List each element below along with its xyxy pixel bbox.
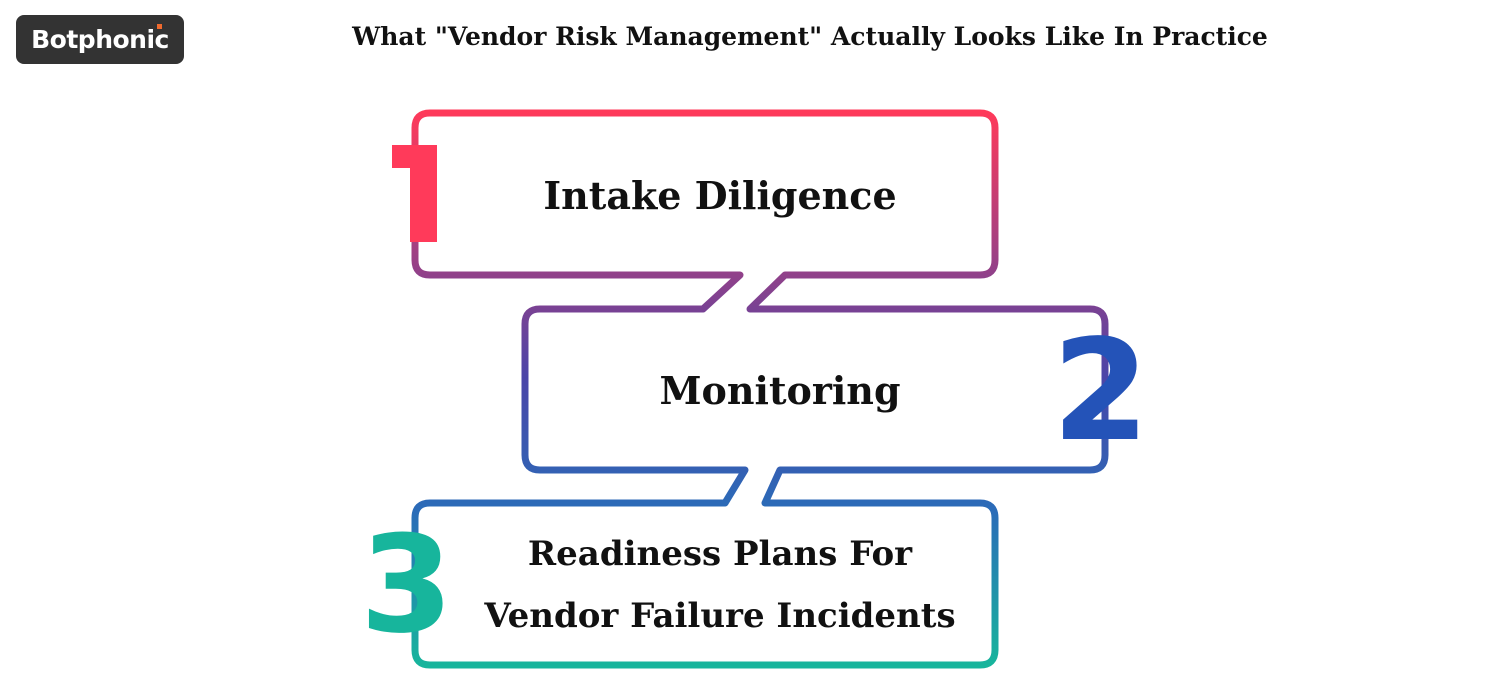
connector-2-3-right: [761, 466, 784, 507]
step-1-box: [411, 109, 999, 279]
logo: Botphonic: [16, 15, 184, 64]
step-1-label-text: Intake Diligence: [543, 172, 897, 218]
step-2-number: 2: [1052, 310, 1150, 473]
step-3-label-line-2: Vendor Failure Incidents: [484, 596, 956, 636]
page-title: What "Vendor Risk Management" Actually L…: [352, 22, 1268, 51]
step-3-number: 3: [360, 507, 454, 663]
connector-1-2-left: [699, 271, 744, 313]
step-3-box: [411, 499, 999, 669]
connector-1-2-right: [746, 271, 789, 313]
step-3-label-line-1: Readiness Plans For: [527, 534, 913, 574]
logo-accent-mark: [156, 24, 162, 29]
step-3-label: Readiness Plans For Vendor Failure Incid…: [470, 525, 970, 645]
logo-text: Botphonic: [31, 24, 169, 54]
step-2-label: Monitoring: [550, 360, 1010, 420]
step-2-box: [521, 305, 1109, 474]
step-1-number: 1: [392, 145, 437, 242]
step-1-label: Intake Diligence: [470, 165, 970, 225]
step-2-label-text: Monitoring: [659, 367, 901, 413]
connector-2-3-left: [721, 466, 749, 507]
